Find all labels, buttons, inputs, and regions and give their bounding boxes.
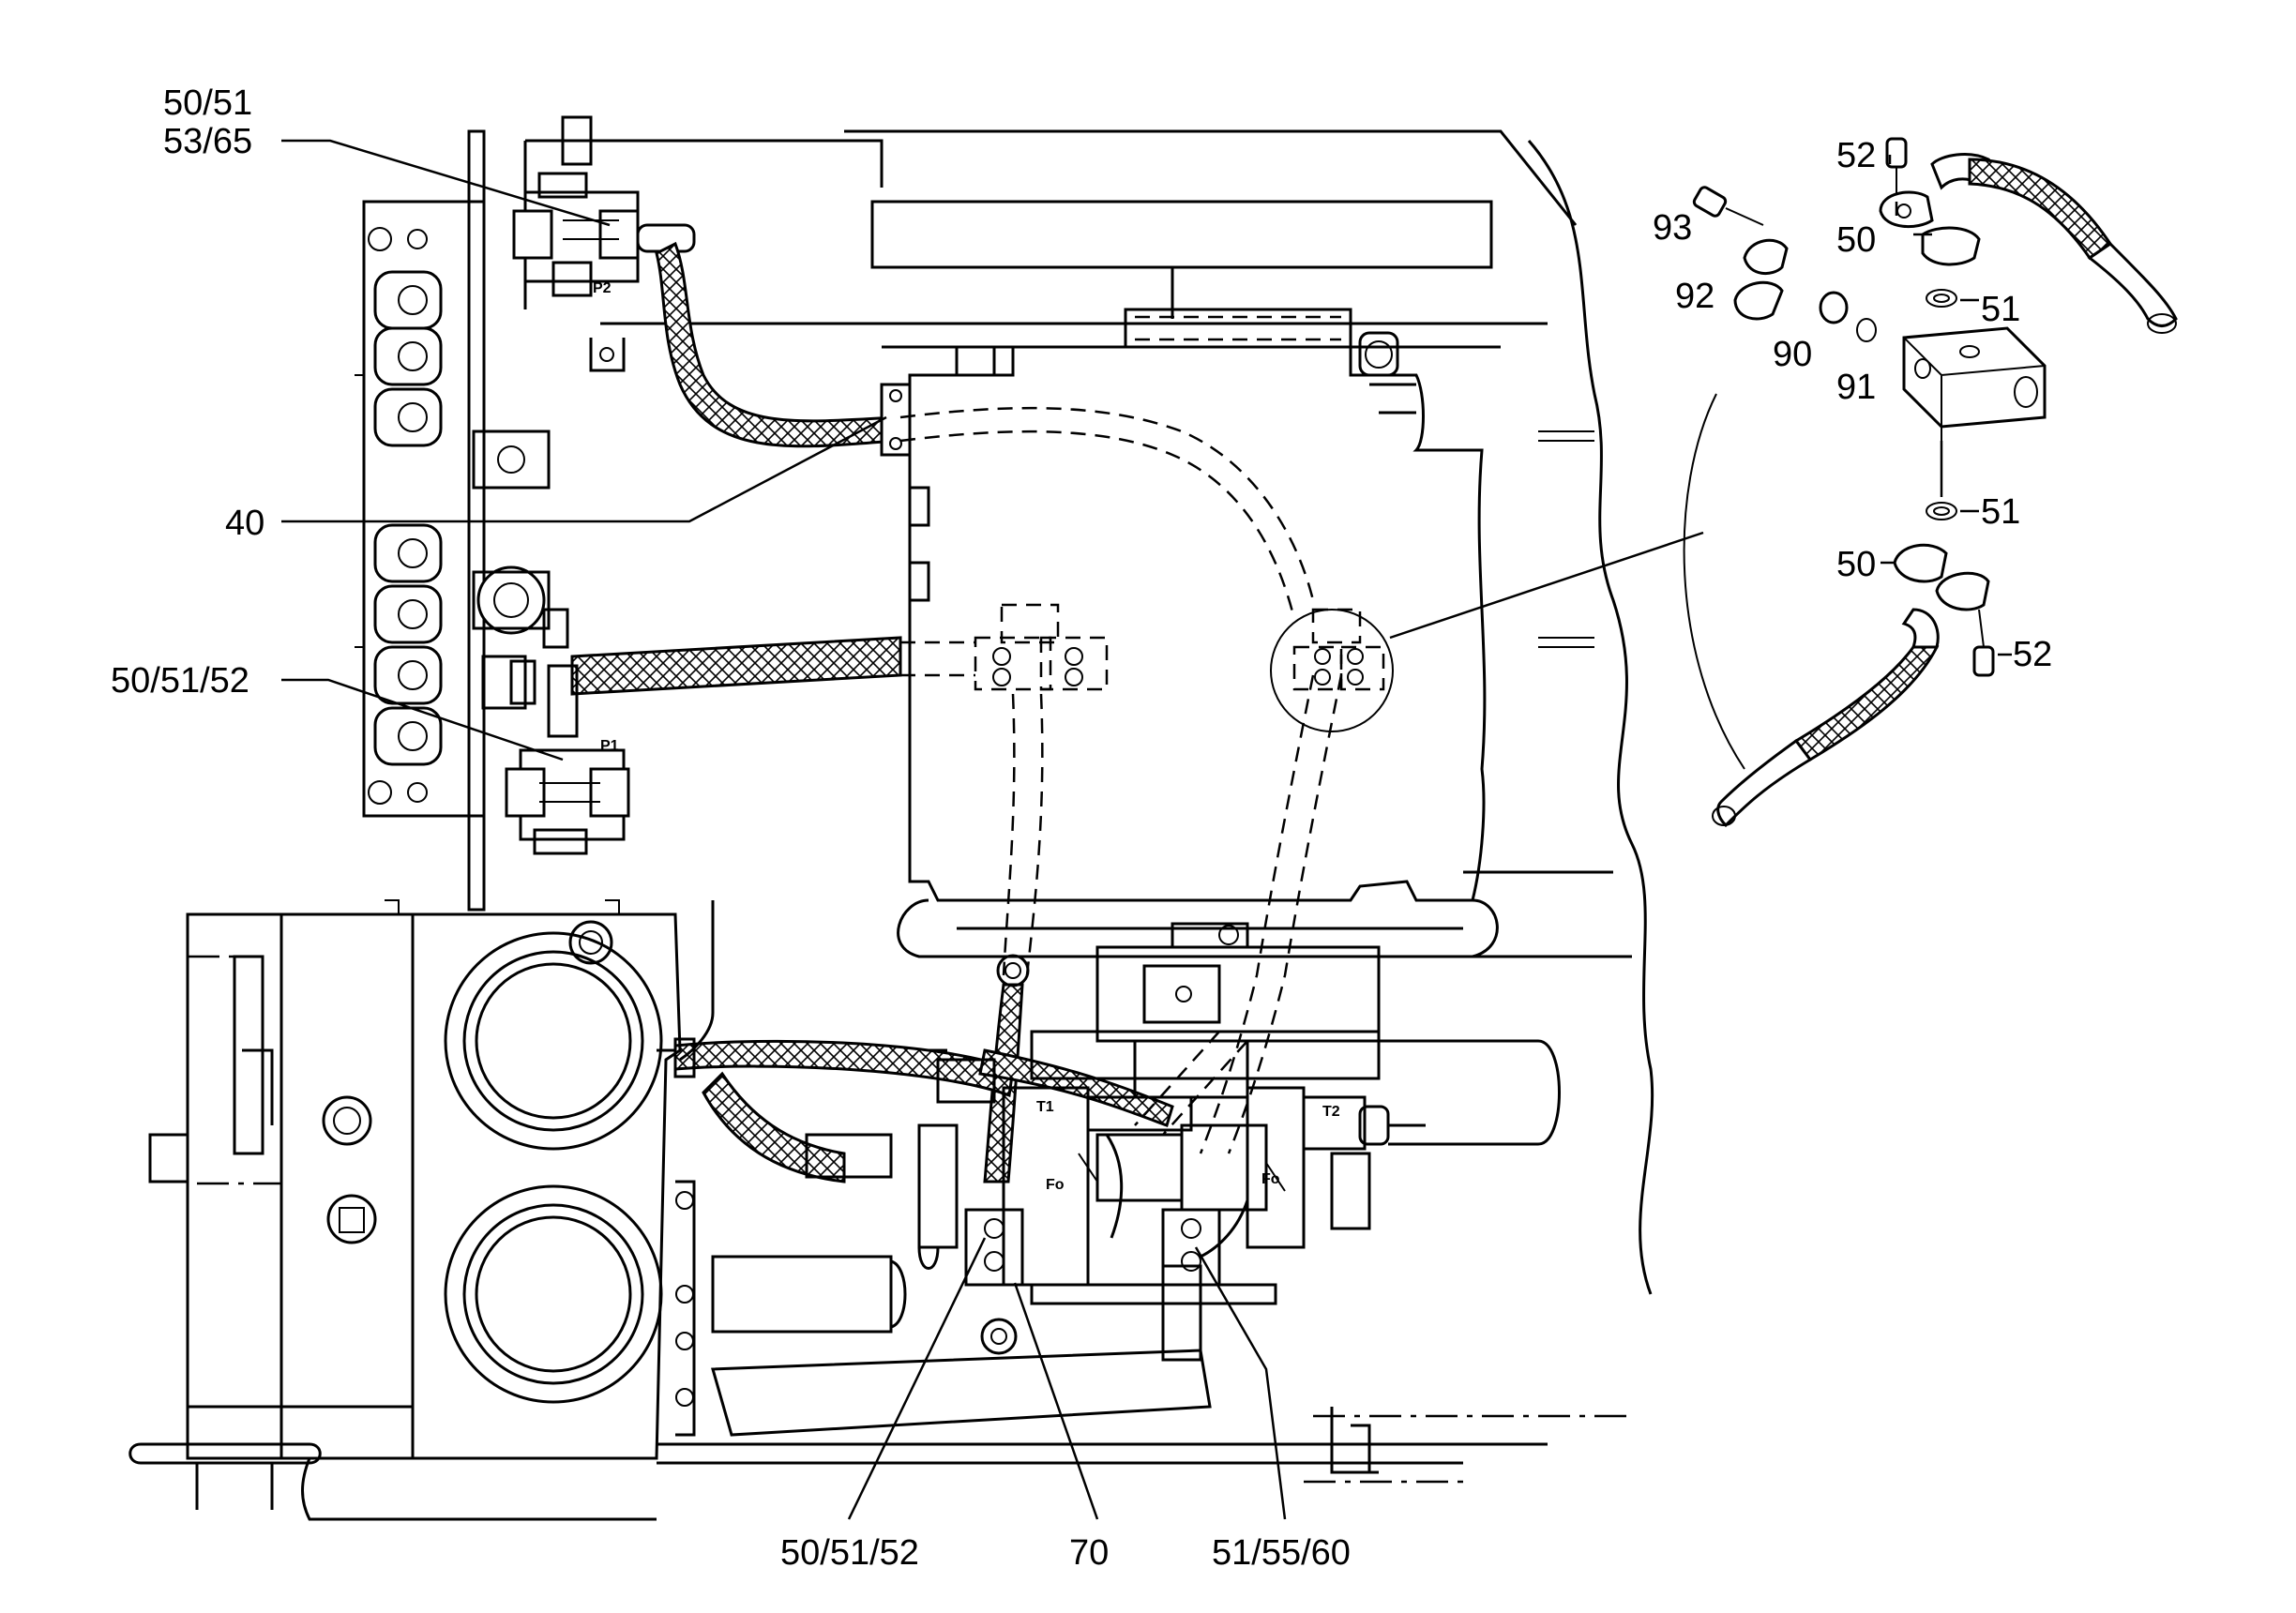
leader-lines bbox=[281, 139, 2012, 1520]
port-label-p2: P2 bbox=[593, 280, 612, 296]
callout-70: 70 bbox=[1069, 1533, 1109, 1573]
seal-ring-90 bbox=[1819, 291, 1849, 324]
callout-90: 90 bbox=[1773, 335, 1812, 374]
valve-ports-lower bbox=[373, 523, 443, 766]
valve-bank bbox=[355, 129, 551, 912]
port-label-fo-right: Fo bbox=[1261, 1171, 1280, 1187]
callout-50-51-52-bottom: 50/51/52 bbox=[780, 1533, 919, 1573]
split-flange-upper bbox=[1879, 190, 1981, 266]
callout-51-bottom: 51 bbox=[1981, 492, 2020, 532]
exploded-fitting-detail bbox=[1692, 137, 2178, 828]
callout-50-top: 50 bbox=[1836, 220, 1876, 260]
bracket-40 bbox=[880, 383, 912, 457]
callout-51-55-60: 51/55/60 bbox=[1212, 1533, 1351, 1573]
callout-52-top: 52 bbox=[1836, 136, 1876, 175]
port-label-p1: P1 bbox=[600, 738, 619, 754]
lower-hose-detail bbox=[1712, 608, 1940, 828]
detail-circle bbox=[1270, 393, 1745, 770]
lower-components bbox=[675, 1180, 1212, 1437]
callout-50-51-52-left: 50/51/52 bbox=[111, 661, 249, 701]
o-ring-51-upper bbox=[1926, 289, 1957, 308]
fitting-p2: P2 bbox=[512, 115, 696, 372]
callout-53-65: 53/65 bbox=[163, 122, 252, 161]
callout-91: 91 bbox=[1836, 368, 1876, 407]
callout-93: 93 bbox=[1653, 208, 1692, 248]
split-flange-lower bbox=[1893, 543, 1990, 611]
gearbox-housing bbox=[128, 899, 715, 1521]
callout-40: 40 bbox=[225, 504, 264, 543]
port-label-fo-left: Fo bbox=[1046, 1177, 1065, 1193]
hoses bbox=[570, 241, 1174, 1183]
valve-ports-upper bbox=[373, 270, 443, 447]
callout-92: 92 bbox=[1675, 277, 1714, 316]
split-flange-92 bbox=[1733, 238, 1789, 321]
callout-50-bottom: 50 bbox=[1836, 545, 1876, 584]
callout-51-top: 51 bbox=[1981, 290, 2020, 329]
engine-block bbox=[897, 308, 1499, 958]
port-label-t2: T2 bbox=[1322, 1104, 1340, 1120]
upper-hose-detail bbox=[1930, 153, 2178, 334]
callout-50-51-top: 50/51 bbox=[163, 83, 252, 123]
port-label-t1: T1 bbox=[1036, 1099, 1054, 1115]
machine-frame bbox=[523, 129, 1654, 1484]
callout-labels: 50/51 53/65 40 50/51/52 50/51/52 70 51/5… bbox=[111, 83, 2052, 1573]
fitting-p1: P1 bbox=[472, 565, 630, 855]
bolt-52-lower bbox=[1972, 609, 1995, 677]
callout-52-bottom: 52 bbox=[2013, 635, 2052, 674]
o-ring-91 bbox=[1856, 318, 1877, 342]
pump-assembly: T1 T2 Fo Fo bbox=[917, 922, 1426, 1305]
bolt-93 bbox=[1692, 186, 1764, 226]
port-block bbox=[1902, 326, 2047, 469]
o-ring-51-lower bbox=[1926, 502, 1957, 520]
